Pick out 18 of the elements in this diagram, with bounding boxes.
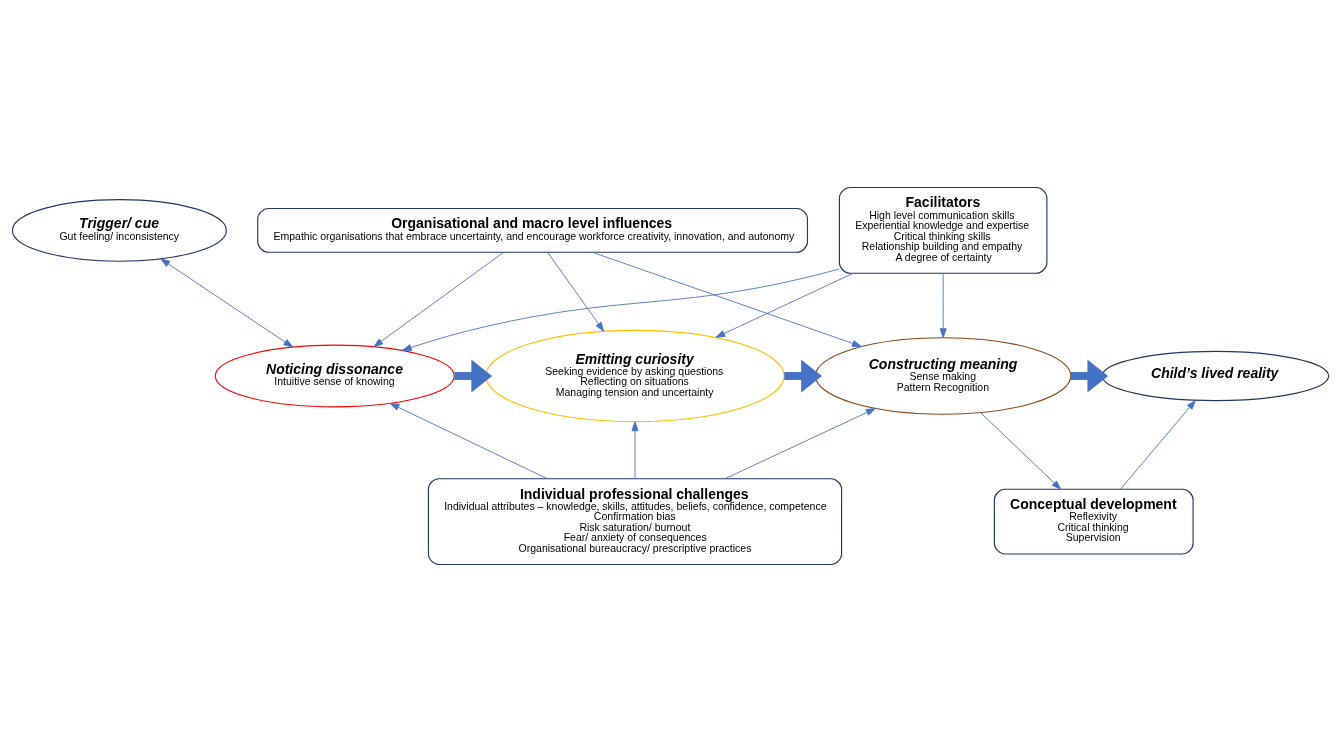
- node-box: Conceptual development Reflexivity Critical thinking Supervision: [993, 488, 1194, 555]
- arrow: [1120, 399, 1196, 490]
- arrow: [980, 411, 1062, 490]
- arrow: [389, 402, 548, 479]
- arrow: [939, 272, 947, 338]
- arrow: [715, 272, 854, 338]
- arrow: [631, 421, 639, 479]
- arrow: [547, 251, 605, 332]
- node-box: Individual professional challenges Individual attributes – knowledge, skills, attitudes, beliefs, confidence, competence Confirmation bias Risk saturation/ burnout Fear/ anxiety of consequences Organisational bureaucracy/ prescriptive practices: [427, 477, 843, 565]
- arrow: [402, 268, 840, 351]
- arrow: [373, 251, 504, 347]
- node-ellipse: Child’s lived reality: [1101, 350, 1330, 401]
- arrow: [160, 258, 294, 347]
- node-box: Facilitators High level communication skills Experiential knowledge and expertise Critical thinking skills Relationship building and empathy A degree of certainty: [838, 186, 1048, 274]
- arrow: [724, 407, 876, 479]
- node-ellipse: Trigger/ cue Gut feeling/ inconsistency: [11, 198, 227, 262]
- arrow: [592, 251, 862, 347]
- node-box: Organisational and macro level influences Empathic organisations that embrace uncertainty, and encourage workforce creativity, innovation, and autonomy: [257, 207, 809, 253]
